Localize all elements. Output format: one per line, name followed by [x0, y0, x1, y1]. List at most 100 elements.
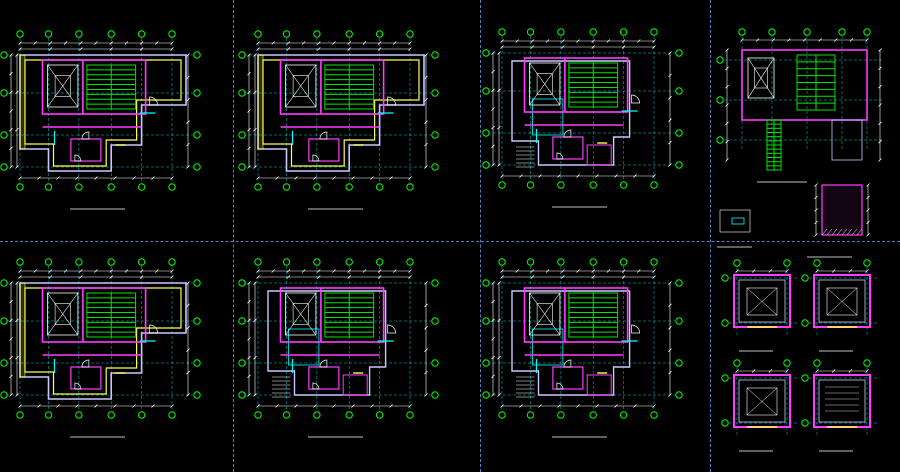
dimension-tick	[491, 318, 495, 323]
outer-wall	[267, 290, 387, 396]
dimension-tick	[256, 269, 260, 273]
axis-bubble	[238, 391, 246, 399]
dimension-tick	[48, 47, 53, 51]
dimension-tick	[831, 269, 836, 273]
floor-plan-plan-1	[0, 30, 201, 210]
dimension-tick	[735, 269, 739, 273]
dimension-tick	[606, 39, 611, 43]
axis-bubble	[238, 163, 246, 171]
axis-bubble	[0, 317, 8, 325]
axis-bubble	[650, 258, 658, 266]
dimension-tick	[668, 303, 672, 308]
dimension-tick	[186, 303, 190, 308]
dimension-tick	[15, 90, 19, 95]
axis-bubble	[254, 258, 262, 266]
axis-bubble	[254, 411, 262, 419]
axis-bubble	[0, 131, 8, 139]
dimension-tick	[878, 66, 882, 71]
shaft-inner	[818, 279, 866, 323]
dimension-tick	[668, 51, 672, 55]
dimension-tick	[9, 71, 13, 76]
shaft-cross	[747, 57, 775, 99]
dimension-tick	[247, 127, 251, 132]
outer-wall	[257, 54, 425, 172]
dimension-tick	[377, 47, 382, 51]
dimension-tick	[725, 84, 729, 89]
axis-bubble	[733, 259, 741, 267]
axis-bubble	[526, 181, 535, 189]
dimension-tick	[614, 174, 618, 178]
axis-bubble	[406, 258, 414, 266]
core-wall	[552, 136, 584, 160]
dimension-tick	[491, 51, 495, 55]
dimension-tick	[247, 318, 251, 323]
axis-bubble	[482, 129, 490, 137]
dimension-tick	[9, 127, 13, 132]
dimension-tick	[637, 39, 641, 43]
core-wall	[308, 366, 340, 390]
axis-bubble	[107, 183, 115, 191]
floor-plan-plan-6	[238, 258, 439, 438]
axis-bubble	[75, 258, 83, 266]
dimension-tick	[831, 369, 836, 373]
dimension-tick	[294, 404, 298, 408]
dimension-tick	[186, 53, 190, 57]
axis-bubble	[431, 51, 439, 59]
dimension-tick	[424, 303, 428, 308]
dimension-tick	[377, 41, 382, 45]
dimension-tick	[186, 326, 190, 330]
dimension-tick	[271, 41, 275, 45]
dimension-tick	[848, 269, 853, 273]
dimension-tick	[500, 404, 504, 408]
shaft-wall	[733, 374, 791, 428]
dimension-tick	[113, 176, 117, 180]
dimension-tick	[606, 269, 611, 273]
dimension-tick	[247, 299, 251, 304]
axis-bubble	[0, 391, 8, 399]
dimension-tick	[614, 404, 618, 408]
dimension-tick	[561, 45, 565, 49]
axis-bubble	[75, 411, 83, 419]
dimension-tick	[377, 269, 382, 273]
room-outline	[532, 328, 564, 366]
dimension-tick	[497, 355, 501, 360]
dimension-tick	[557, 174, 561, 178]
dimension-tick	[491, 69, 495, 74]
axis-bubble	[557, 411, 565, 419]
dimension-tick	[247, 281, 251, 285]
axis-bubble	[675, 359, 683, 367]
dimension-tick	[186, 393, 190, 397]
dimension-tick	[424, 98, 428, 102]
dimension-tick	[347, 275, 351, 279]
axis-bubble	[44, 30, 53, 38]
hatch-line	[836, 228, 843, 236]
axis-bubble	[345, 183, 353, 191]
axis-bubble	[482, 391, 490, 399]
axis-bubble	[238, 131, 246, 139]
dimension-tick	[63, 41, 68, 45]
dimension-tick	[351, 404, 355, 408]
outer-wall	[19, 54, 187, 172]
dimension-tick	[802, 38, 807, 42]
dimension-tick	[37, 176, 41, 180]
shaft-cross	[746, 387, 778, 416]
dimension-tick	[247, 90, 251, 95]
wall-hatch-fill	[19, 54, 26, 150]
axis-bubble	[431, 391, 439, 399]
axis-bubble	[137, 30, 146, 38]
axis-bubble	[801, 274, 809, 282]
dimension-tick	[170, 269, 174, 273]
axis-bubble	[282, 30, 291, 38]
dimension-tick	[9, 318, 13, 323]
axis-bubble	[168, 258, 176, 266]
axis-bubble	[482, 87, 490, 95]
hatch-line	[851, 228, 858, 236]
dimension-tick	[256, 176, 260, 180]
dimension-tick	[878, 103, 882, 107]
dimension-tick	[56, 404, 60, 408]
dimension-tick	[751, 369, 756, 373]
shaft-inner	[738, 279, 786, 323]
dimension-tick	[576, 404, 580, 408]
dimension-tick	[424, 120, 428, 124]
dimension-tick	[132, 404, 136, 408]
